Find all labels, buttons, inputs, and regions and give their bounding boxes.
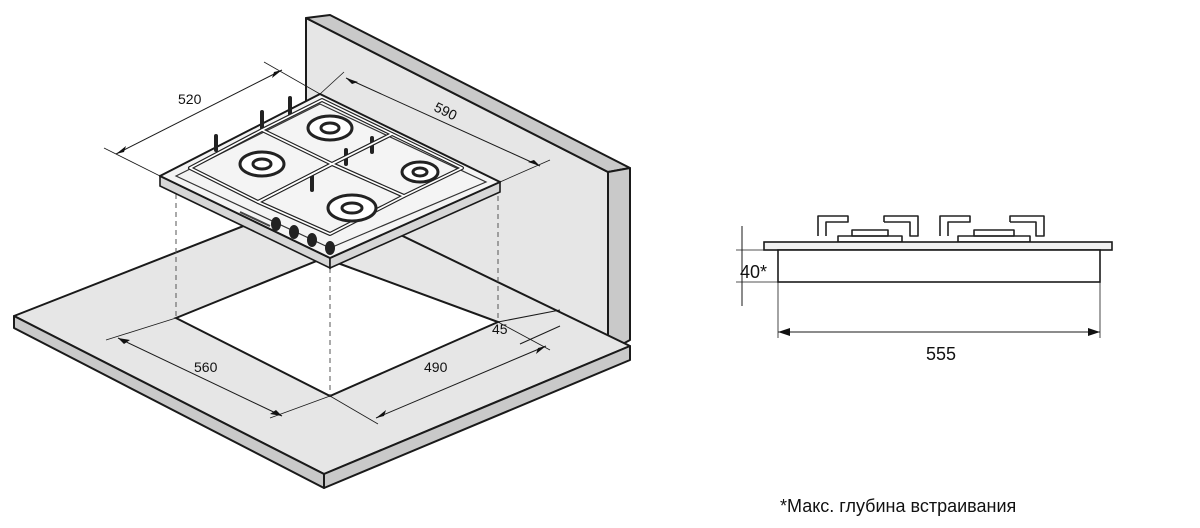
dimension-wall-offset: 45 <box>492 309 561 345</box>
dim-label-40: 40* <box>740 262 767 282</box>
dimension-cutout-depth: 490 <box>329 321 551 425</box>
burners <box>238 114 440 223</box>
dim-label-555: 555 <box>926 344 956 364</box>
dimension-builtin-depth: 40* <box>736 226 778 306</box>
side-burners <box>837 229 1031 243</box>
projection-lines <box>175 194 499 396</box>
dim-label-45: 45 <box>492 321 508 337</box>
isometric-view: 520 590 560 490 <box>13 14 631 489</box>
side-body <box>777 249 1101 283</box>
gas-hob <box>159 93 501 270</box>
side-pan-supports <box>817 215 1045 237</box>
dimension-cutout-width: 560 <box>105 317 331 419</box>
side-view: 40* 555 <box>736 215 1113 364</box>
brand-strip <box>239 211 271 227</box>
dim-label-520: 520 <box>178 91 202 107</box>
control-knobs <box>271 217 335 255</box>
pan-supports <box>188 96 464 236</box>
side-top-plate <box>763 241 1113 251</box>
dimension-hob-depth: 520 <box>103 61 321 177</box>
dim-label-560: 560 <box>194 359 218 375</box>
dimension-side-width: 555 <box>777 282 1101 364</box>
footnote: *Макс. глубина встраивания <box>780 496 1017 516</box>
dim-label-490: 490 <box>424 359 448 375</box>
